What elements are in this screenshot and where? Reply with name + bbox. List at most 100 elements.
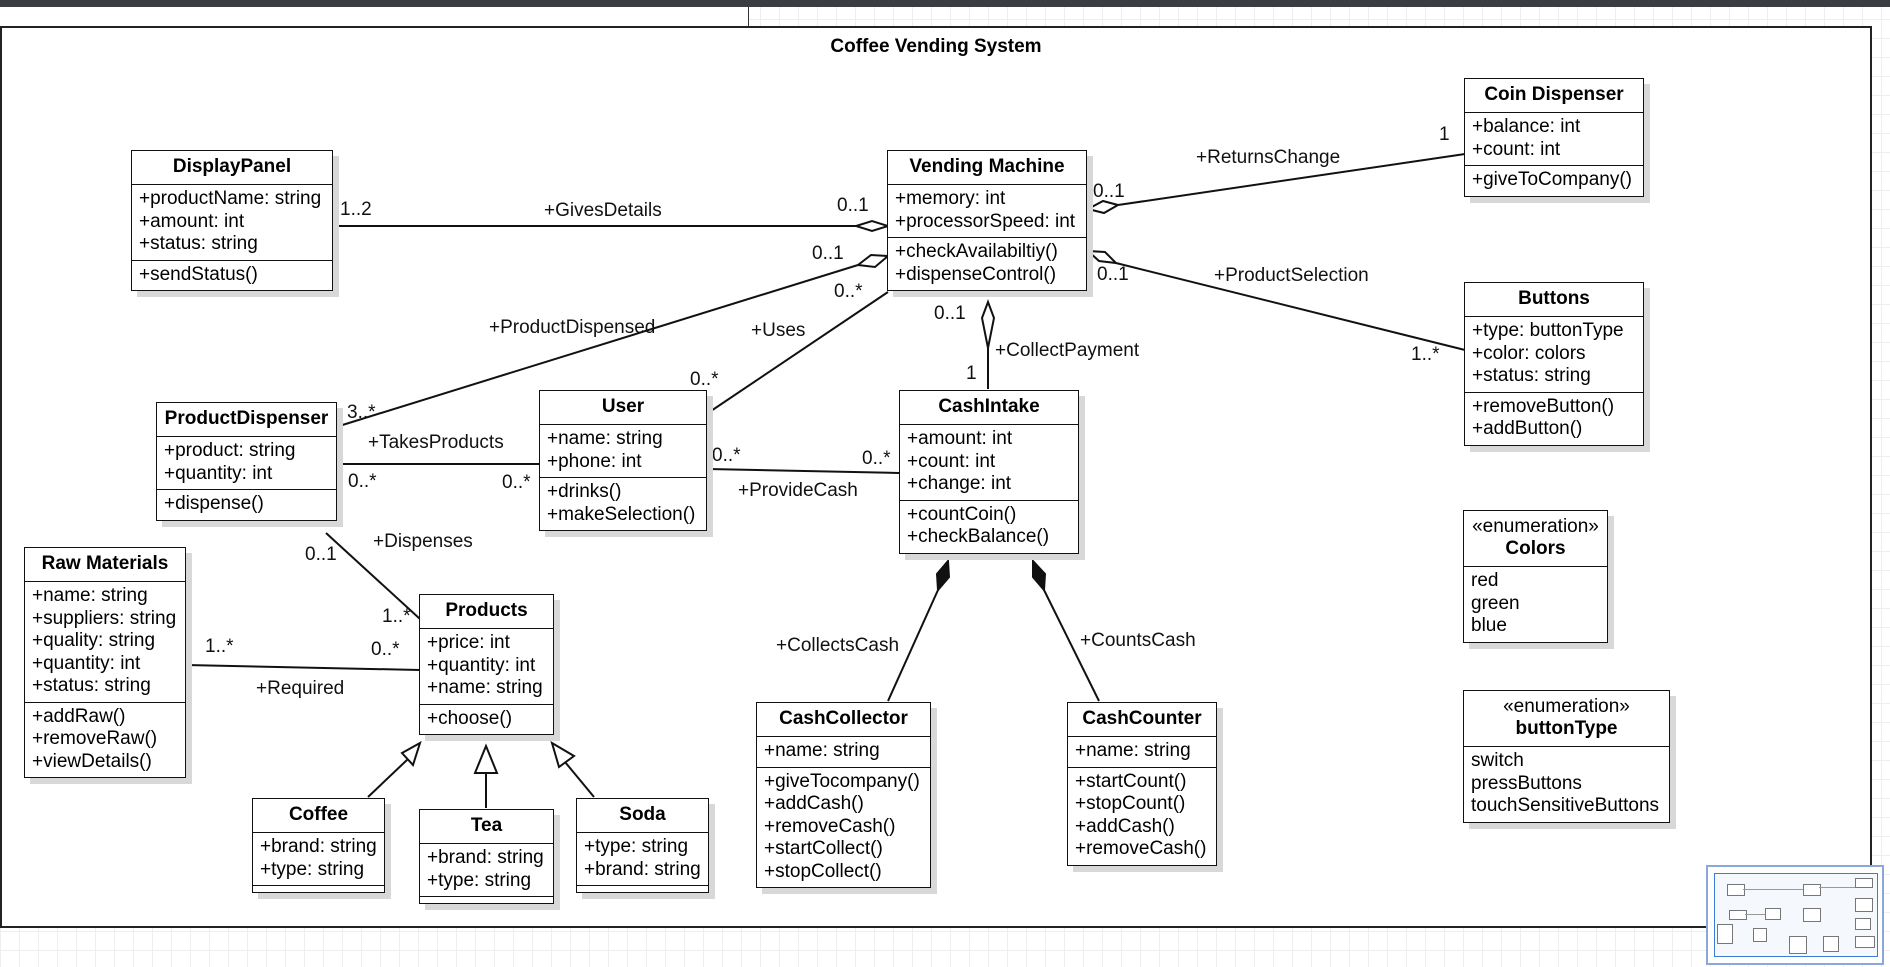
operation: +checkAvailabiltiy() xyxy=(895,241,1058,262)
attributes-section: +type: string +brand: string xyxy=(577,833,708,886)
edge-dispenses[interactable] xyxy=(325,532,421,620)
assoc-label: +ReturnsChange xyxy=(1196,147,1340,168)
edge-counts-cash[interactable] xyxy=(1043,589,1100,702)
minimap-viewport[interactable] xyxy=(1714,873,1878,957)
enum-name: buttonType xyxy=(1515,718,1618,739)
operations-section: +removeButton() +addButton() xyxy=(1465,393,1643,445)
class-cashintake[interactable]: CashIntake +amount: int +count: int +cha… xyxy=(899,390,1079,554)
aggregation-diamond xyxy=(1085,199,1121,215)
class-displaypanel[interactable]: DisplayPanel +productName: string +amoun… xyxy=(131,150,333,291)
attribute: +suppliers: string xyxy=(32,607,177,629)
attribute: +balance: int xyxy=(1472,116,1581,137)
attribute: +name: string xyxy=(547,428,663,449)
assoc-label: +CollectsCash xyxy=(776,635,899,656)
edge-uses[interactable] xyxy=(707,291,889,414)
enum-name: Colors xyxy=(1505,538,1566,559)
multiplicity: 0..* xyxy=(862,448,891,469)
class-name: Buttons xyxy=(1465,283,1643,317)
attributes-section: +balance: int +count: int xyxy=(1465,113,1643,166)
edge-generalization-coffee[interactable] xyxy=(367,758,409,798)
enum-header: «enumeration» buttonType xyxy=(1464,691,1669,747)
class-tea[interactable]: Tea +brand: string +type: string xyxy=(419,809,554,904)
attributes-section: +product: string +quantity: int xyxy=(157,437,336,490)
attributes-section: +brand: string +type: string xyxy=(420,844,553,897)
class-name: User xyxy=(540,391,706,425)
class-cashcollector[interactable]: CashCollector +name: string +giveTocompa… xyxy=(756,702,931,888)
multiplicity: 0..* xyxy=(712,445,741,466)
attribute: +name: string xyxy=(427,677,543,698)
class-coin-dispenser[interactable]: Coin Dispenser +balance: int +count: int… xyxy=(1464,78,1644,197)
attribute: +name: string xyxy=(1075,740,1191,761)
class-name: Coin Dispenser xyxy=(1465,79,1643,113)
class-soda[interactable]: Soda +type: string +brand: string xyxy=(576,798,709,893)
multiplicity: 0..1 xyxy=(1097,264,1129,285)
attribute: +processorSpeed: int xyxy=(895,210,1076,232)
operation: +stopCollect() xyxy=(764,860,882,882)
class-vending-machine[interactable]: Vending Machine +memory: int +processorS… xyxy=(887,150,1087,291)
attribute: +change: int xyxy=(907,473,1012,494)
inheritance-arrow xyxy=(550,740,576,769)
attributes-section: +name: string xyxy=(1068,737,1216,768)
literals-section: switch pressButtons touchSensitiveButton… xyxy=(1464,747,1669,822)
enum-buttontype[interactable]: «enumeration» buttonType switch pressBut… xyxy=(1463,690,1670,823)
enum-header: «enumeration» Colors xyxy=(1464,511,1607,567)
multiplicity: 1..* xyxy=(382,606,411,627)
assoc-label: +Required xyxy=(256,678,344,699)
enum-colors[interactable]: «enumeration» Colors red green blue xyxy=(1463,510,1608,643)
attributes-section: +productName: string +amount: int +statu… xyxy=(132,185,332,261)
operation: +drinks() xyxy=(547,481,622,502)
class-name: DisplayPanel xyxy=(132,151,332,185)
aggregation-diamond xyxy=(980,299,996,349)
multiplicity: 1 xyxy=(1439,124,1450,145)
class-cashcounter[interactable]: CashCounter +name: string +startCount() … xyxy=(1067,702,1217,866)
class-productdispenser[interactable]: ProductDispenser +product: string +quant… xyxy=(156,402,337,521)
operation: +stopCount() xyxy=(1075,793,1186,814)
multiplicity: 1 xyxy=(966,363,977,384)
edge-provide-cash[interactable] xyxy=(707,468,900,474)
attribute: +name: string xyxy=(32,585,148,606)
operation: +dispenseControl() xyxy=(895,263,1057,285)
operation: +addButton() xyxy=(1472,418,1583,439)
diagram-title: Coffee Vending System xyxy=(830,36,1042,57)
attributes-section: +amount: int +count: int +change: int xyxy=(900,425,1078,501)
class-name: Soda xyxy=(577,799,708,833)
operation: +addRaw() xyxy=(32,705,126,727)
multiplicity: 0..1 xyxy=(812,243,844,264)
operations-section: +startCount() +stopCount() +addCash() +r… xyxy=(1068,768,1216,865)
multiplicity: 0..* xyxy=(371,639,400,660)
diagram-minimap[interactable] xyxy=(1706,865,1884,965)
attribute: +color: colors xyxy=(1472,342,1586,364)
edge-product-dispensed[interactable] xyxy=(335,264,859,428)
edge-generalization-soda[interactable] xyxy=(564,761,595,798)
class-products[interactable]: Products +price: int +quantity: int +nam… xyxy=(419,594,554,735)
class-user[interactable]: User +name: string +phone: int +drinks()… xyxy=(539,390,707,531)
class-coffee[interactable]: Coffee +brand: string +type: string xyxy=(252,798,385,893)
multiplicity: 0..1 xyxy=(305,544,337,565)
edge-returns-change[interactable] xyxy=(1117,153,1466,206)
assoc-label: +Dispenses xyxy=(373,531,473,552)
aggregation-diamond xyxy=(852,219,892,233)
edge-collects-cash[interactable] xyxy=(887,589,939,702)
multiplicity: 0..* xyxy=(690,369,719,390)
assoc-label: +ProductDispensed xyxy=(489,317,655,338)
edge-required[interactable] xyxy=(185,664,421,671)
attribute: +type: string xyxy=(427,869,532,891)
multiplicity: 0..1 xyxy=(837,195,869,216)
attribute: +status: string xyxy=(1472,365,1591,386)
multiplicity: 1..2 xyxy=(340,199,372,220)
assoc-label: +CollectPayment xyxy=(995,340,1140,361)
attribute: +amount: int xyxy=(907,428,1013,449)
enum-literal: touchSensitiveButtons xyxy=(1471,795,1660,816)
class-buttons[interactable]: Buttons +type: buttonType +color: colors… xyxy=(1464,282,1644,446)
class-name: ProductDispenser xyxy=(157,403,336,437)
assoc-label: +GivesDetails xyxy=(544,200,662,221)
enum-literal: blue xyxy=(1471,615,1507,636)
aggregation-diamond xyxy=(1085,249,1119,265)
class-name: CashCounter xyxy=(1068,703,1216,737)
class-raw-materials[interactable]: Raw Materials +name: string +suppliers: … xyxy=(24,547,186,778)
operations-section: +giveTocompany() +addCash() +removeCash(… xyxy=(757,768,930,888)
multiplicity: 0..* xyxy=(348,471,377,492)
edge-product-selection[interactable] xyxy=(1115,262,1466,351)
literals-section: red green blue xyxy=(1464,567,1607,642)
operation: +giveTocompany() xyxy=(764,770,920,792)
